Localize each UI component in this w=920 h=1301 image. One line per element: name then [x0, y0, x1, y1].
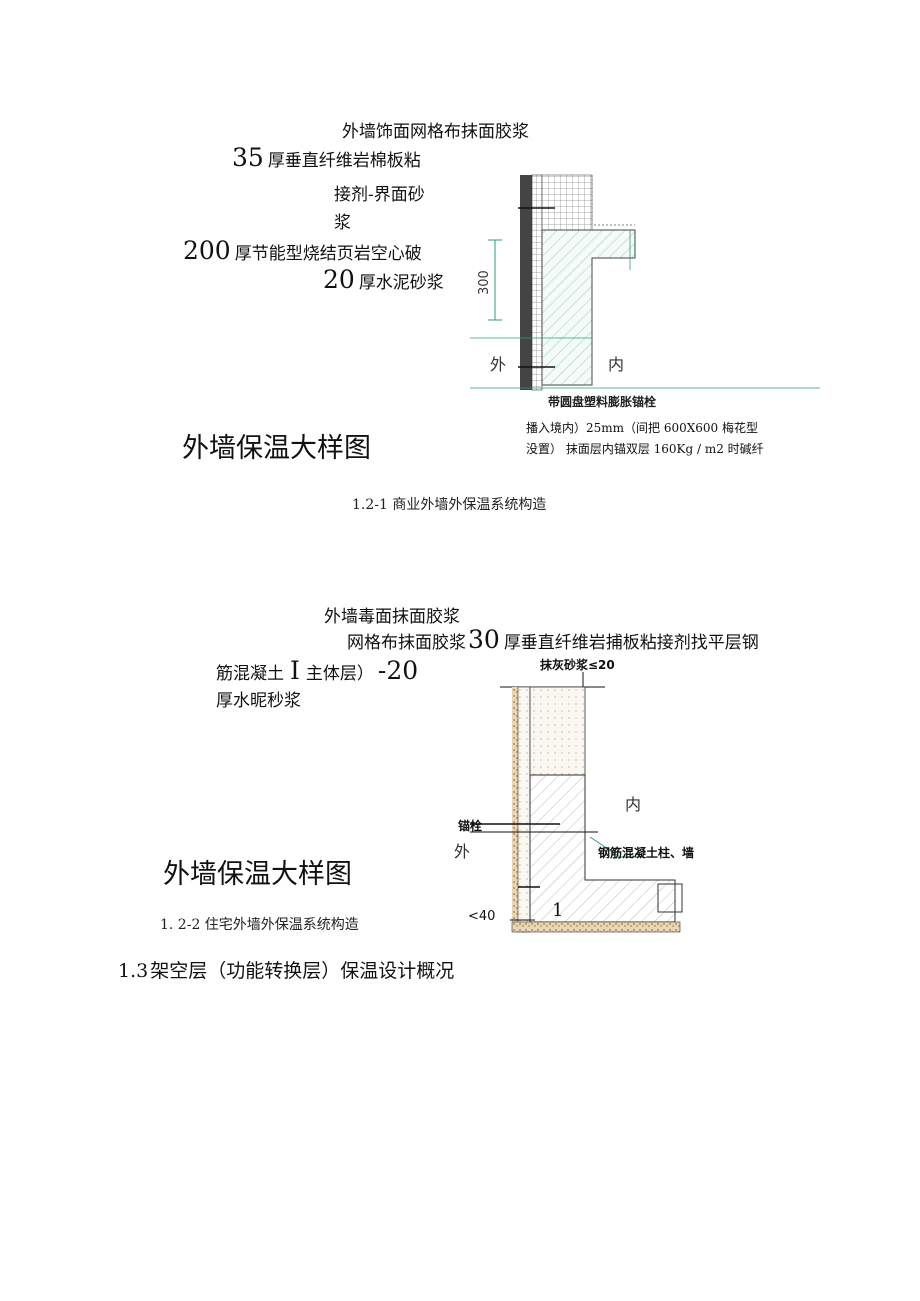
- s1-label-line3: 接剂-界面砂: [334, 185, 425, 205]
- s2-outside-label: 外: [454, 842, 470, 861]
- s1-wall-detail-diagram: 300 外 内 带圆盘塑料膨胀锚栓: [470, 174, 820, 409]
- s2-caption: 1. 2-2 住宅外墙外保温系统构造: [160, 917, 359, 933]
- s2-label-line3-c: 主体层）: [305, 664, 374, 684]
- s1-thickness-35: 35: [232, 143, 264, 172]
- s2-title: 外墙保温大样图: [163, 859, 352, 890]
- s2-upper-block: [529, 686, 586, 776]
- s2-label-line3-b: I: [290, 656, 300, 685]
- s2-label-line2-b: 厚垂直纤维岩捕板粘接剂找平层钢: [503, 633, 759, 653]
- s2-insulation-layer: [517, 686, 531, 933]
- s1-note-line1: 播入境内）25mm（间把 600X600 梅花型: [526, 421, 759, 435]
- s2-label-line2-a: 网格布抹面胶浆: [347, 633, 466, 653]
- s1-thickness-200: 200: [183, 236, 231, 265]
- s1-outside-label: 外: [490, 355, 506, 374]
- s2-label-line3-a: 筋混凝土: [216, 664, 284, 684]
- s2-rc-label: 钢筋混凝土柱、墙: [598, 845, 694, 860]
- s1-label-line5-text: 厚节能型烧结页岩空心破: [234, 244, 422, 264]
- s1-note-line2: 没置） 抹面层内锚双层 160Kg / m2 时碱纤: [526, 442, 764, 456]
- s1-title: 外墙保温大样图: [182, 433, 371, 464]
- s1-label-line1: 外墙饰面网格布抹面胶浆: [342, 122, 529, 142]
- s2-anchor-label: 锚栓: [458, 818, 482, 833]
- s2-label-line4: 厚水昵秒浆: [216, 691, 301, 711]
- s1-caption: 1.2-1 商业外墙外保温系统构造: [352, 497, 547, 513]
- heading-number: 1.3: [118, 960, 149, 982]
- s1-label-line6-text: 厚水泥砂浆: [358, 273, 444, 293]
- s1-label-line2-text: 厚垂直纤维岩棉板粘: [267, 151, 421, 171]
- s2-label-line1: 外墙毒面抹面胶浆: [324, 607, 460, 627]
- s2-inside-label: 内: [625, 795, 641, 814]
- s1-thickness-20: 20: [323, 265, 355, 294]
- s1-outer-layer: [520, 175, 532, 390]
- s1-masonry-block: [541, 174, 593, 231]
- s1-anchor-label: 带圆盘塑料膨胀锚栓: [548, 394, 656, 409]
- s2-thickness-30: 30: [468, 625, 500, 654]
- s1-inside-label: 内: [608, 355, 624, 374]
- s2-dim-1: 1: [552, 900, 563, 921]
- s2-outer-plaster: [512, 687, 518, 932]
- s1-label-line4: 浆: [334, 213, 351, 233]
- s2-bottom-plaster: [511, 921, 681, 933]
- s2-plaster-label: 抹灰砂浆≤20: [540, 657, 615, 672]
- s2-label-line3-d: -20: [377, 656, 419, 685]
- s2-dim-40: <40: [468, 909, 495, 924]
- s2-wall-detail-diagram: 抹灰砂浆≤20 内 锚栓 外 钢筋混凝土柱、墙 <40 1: [454, 657, 694, 933]
- s1-dim-300: 300: [477, 270, 492, 295]
- heading-text: 架空层（功能转换层）保温设计概况: [150, 960, 455, 982]
